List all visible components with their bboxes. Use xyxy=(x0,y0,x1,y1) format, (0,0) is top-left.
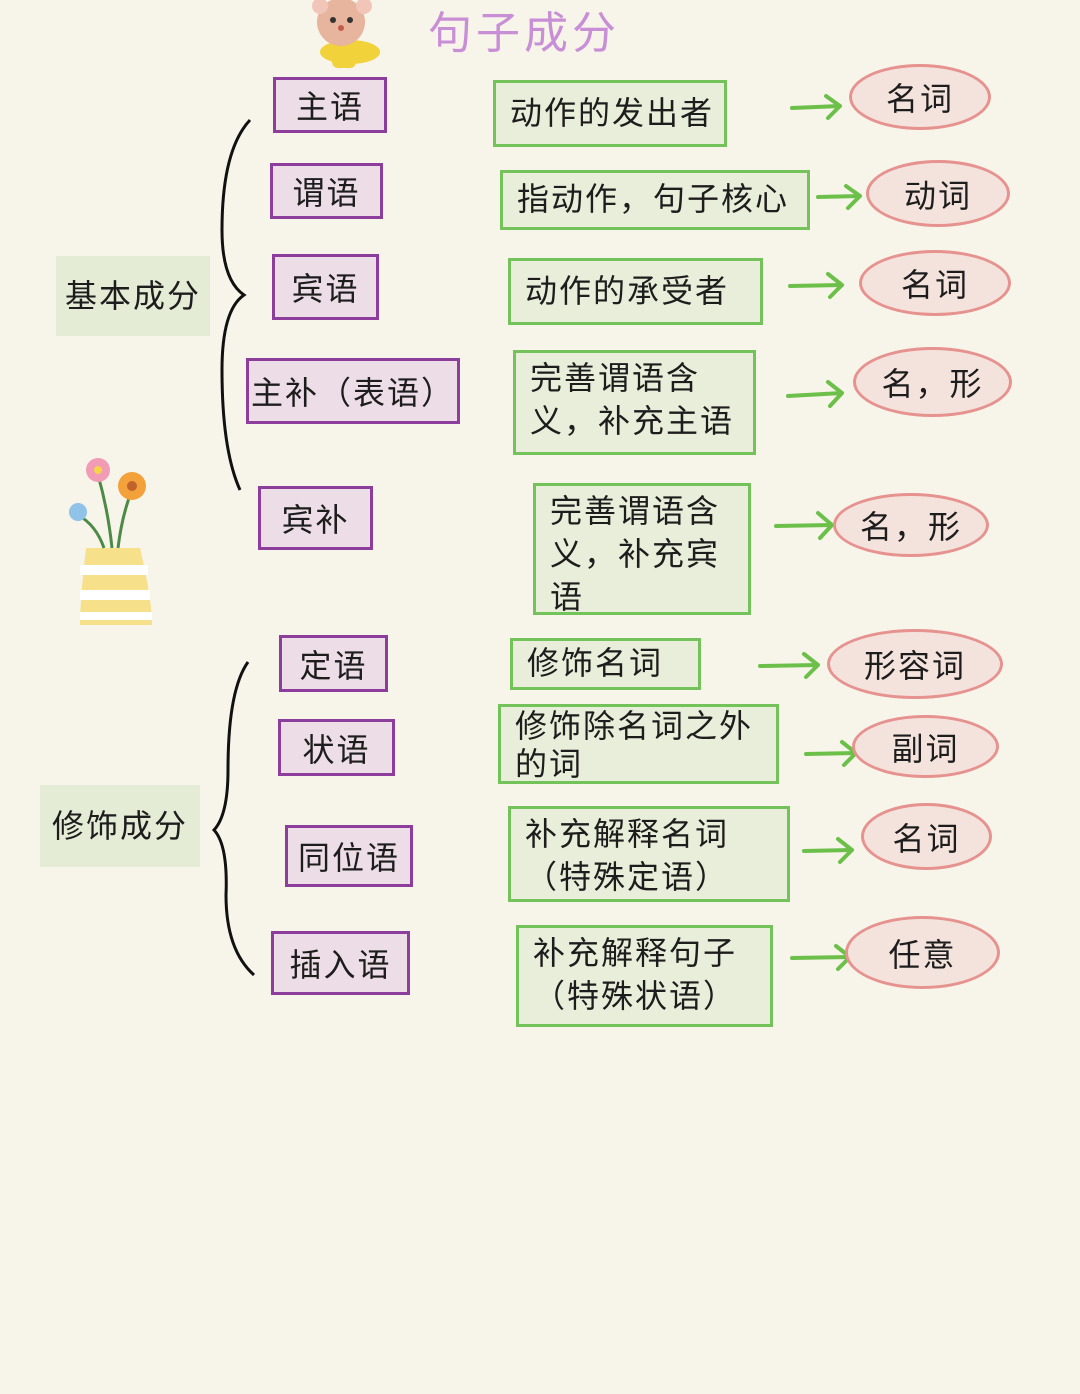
term-attributive: 定语 xyxy=(279,635,388,692)
arrow-row-8 xyxy=(802,837,854,864)
pos-predicate: 动词 xyxy=(866,160,1010,227)
term-subject-complement: 主补（表语） xyxy=(246,358,460,424)
pos-subject: 名词 xyxy=(849,64,991,130)
group-label-modifier: 修饰成分 xyxy=(40,785,200,867)
pos-attributive: 形容词 xyxy=(827,629,1003,699)
desc-subject: 动作的发出者 xyxy=(493,80,727,147)
pos-appositive: 名词 xyxy=(861,803,992,870)
arrow-row-9 xyxy=(790,944,852,971)
pos-object: 名词 xyxy=(859,250,1011,316)
term-object: 宾语 xyxy=(272,254,379,320)
bear-sticker-icon xyxy=(312,0,380,68)
arrow-row-4 xyxy=(786,380,844,408)
desc-appositive: 补充解释名词（特殊定语） xyxy=(508,806,790,902)
arrow-row-7 xyxy=(804,740,858,767)
term-adverbial: 状语 xyxy=(278,719,395,776)
desc-object: 动作的承受者 xyxy=(508,258,763,325)
arrow-row-2 xyxy=(816,184,862,210)
page-title: 句子成分 xyxy=(428,8,620,59)
pos-object-complement: 名，形 xyxy=(833,493,989,557)
desc-adverbial: 修饰除名词之外的词 xyxy=(498,704,779,784)
pos-parenthesis: 任意 xyxy=(845,916,1000,989)
arrow-row-1 xyxy=(790,94,842,120)
desc-attributive: 修饰名词 xyxy=(510,638,701,690)
term-parenthesis: 插入语 xyxy=(271,931,410,995)
flower-vase-icon xyxy=(69,458,152,625)
term-appositive: 同位语 xyxy=(285,825,413,887)
arrow-row-6 xyxy=(758,652,820,679)
desc-object-complement: 完善谓语含义，补充宾语 xyxy=(533,483,751,615)
pos-subject-complement: 名，形 xyxy=(853,347,1012,417)
desc-predicate: 指动作，句子核心 xyxy=(500,170,810,230)
group-label-basic: 基本成分 xyxy=(56,256,210,336)
desc-subject-complement: 完善谓语含义，补充主语 xyxy=(513,350,756,455)
modifier-group-brace xyxy=(211,661,256,977)
term-predicate: 谓语 xyxy=(270,163,383,219)
term-subject: 主语 xyxy=(273,77,387,133)
desc-parenthesis: 补充解释句子（特殊状语） xyxy=(516,925,773,1027)
pos-adverbial: 副词 xyxy=(852,715,999,778)
term-object-complement: 宾补 xyxy=(258,486,373,550)
arrow-row-5 xyxy=(774,511,834,540)
basic-group-brace xyxy=(220,118,252,491)
arrow-row-3 xyxy=(788,272,844,299)
